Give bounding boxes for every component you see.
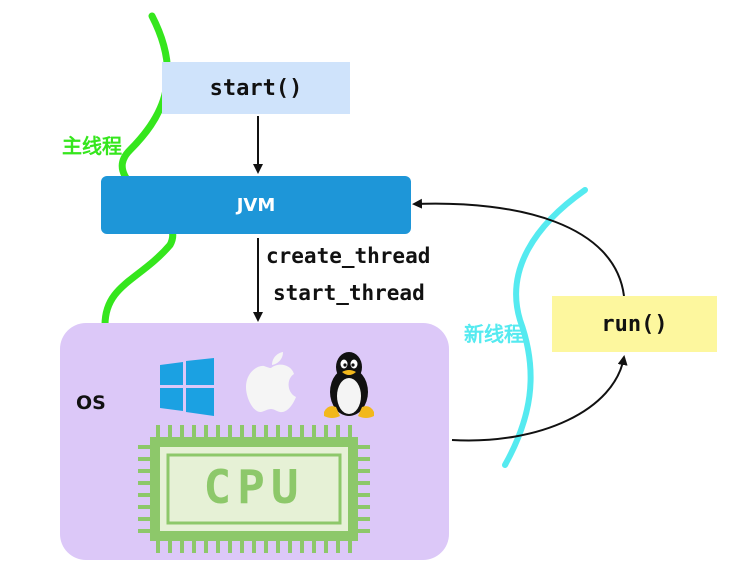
cpu-pins-bottom	[156, 541, 352, 553]
jvm-label: JVM	[236, 194, 276, 216]
new-thread-line	[502, 187, 588, 468]
cpu-pins-left	[138, 445, 150, 533]
os-label: OS	[76, 392, 106, 414]
linux-tux-icon	[324, 352, 374, 418]
cpu-chip-icon: CPU	[138, 425, 370, 553]
jvm-box: JVM	[101, 176, 411, 234]
arrow-os-to-run	[451, 355, 628, 442]
start-thread-label: start_thread	[273, 281, 425, 305]
new-thread-label: 新线程	[464, 322, 524, 346]
apple-logo-icon	[246, 352, 296, 413]
main-thread-label: 主线程	[62, 134, 122, 158]
windows-logo-icon	[160, 358, 214, 416]
run-method-label: run()	[601, 311, 668, 337]
run-method-box: run()	[552, 296, 717, 352]
cpu-pins-right	[358, 445, 370, 533]
cpu-label: CPU	[203, 460, 304, 514]
start-method-label: start()	[209, 75, 303, 101]
create-thread-label: create_thread	[266, 244, 431, 268]
arrow-run-to-jvm	[412, 198, 625, 297]
start-method-box: start()	[162, 62, 350, 114]
cpu-pins-top	[156, 425, 352, 437]
